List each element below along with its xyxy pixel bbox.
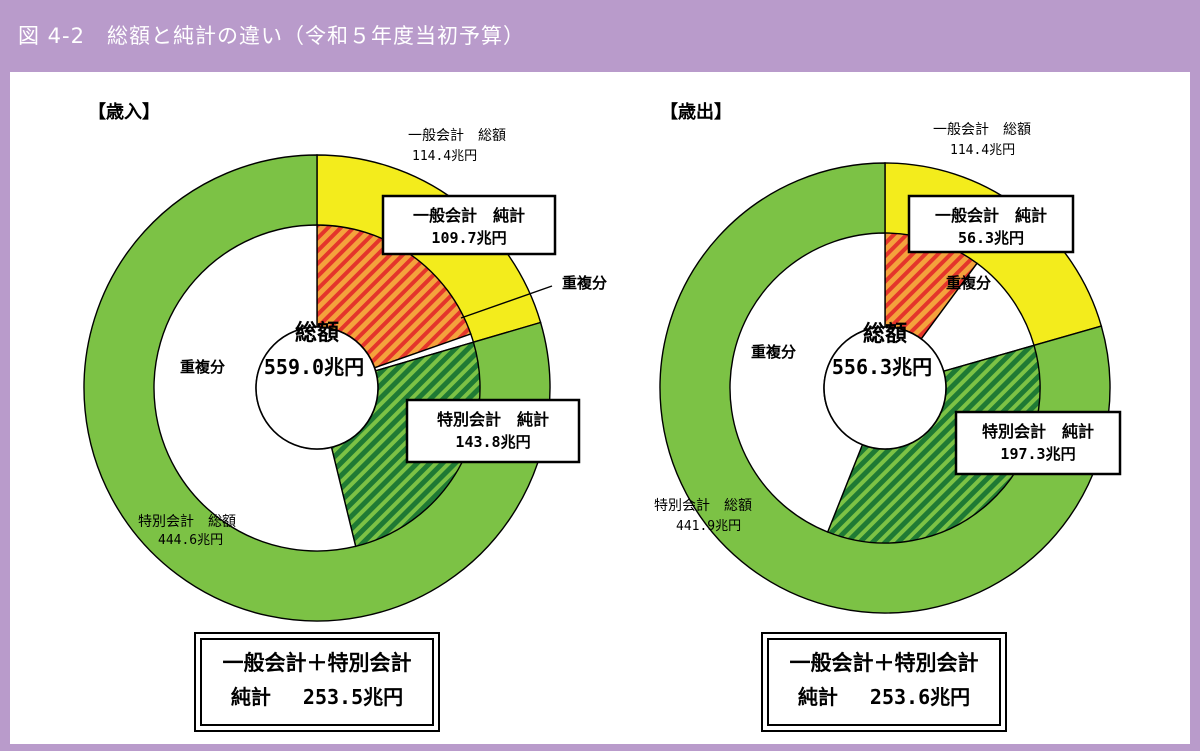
general-net-box: 一般会計 純計 109.7兆円 [381,194,557,256]
summary-line-1: 一般会計＋特別会計 [790,651,979,675]
overlap-label-small: 重複分 [562,274,607,292]
special-net-box-value: 197.3兆円 [1000,445,1075,463]
general-net-box-name: 一般会計 純計 [935,206,1047,225]
general-total-label: 一般会計 総額 [408,128,506,144]
special-net-box: 特別会計 純計 197.3兆円 [954,410,1122,476]
special-net-box-value: 143.8兆円 [455,433,530,451]
summary-box-inner-frame [200,638,434,726]
special-net-box-frame [405,398,581,464]
center-total-value: 556.3兆円 [832,355,932,379]
general-net-box-value: 109.7兆円 [431,229,506,247]
chart-title: 【歳出】 [660,101,732,123]
chart-title: 【歳入】 [88,102,160,123]
general-total-value: 114.4兆円 [950,143,1015,158]
general-net-box-value: 56.3兆円 [958,229,1024,247]
overlap-label-large: 重複分 [751,343,796,361]
center-total-value: 559.0兆円 [264,355,364,379]
overlap-label-small: 重複分 [946,274,991,292]
special-net-box: 特別会計 純計 143.8兆円 [405,398,581,464]
general-total-label: 一般会計 総額 [933,122,1031,138]
summary-box-outer-frame [194,632,440,732]
special-net-box-name: 特別会計 純計 [437,410,549,429]
overlap-leader-line [460,285,553,319]
summary-line-2: 純計 253.6兆円 [798,685,970,709]
figure-header: 図 4-2 総額と純計の違い（令和５年度当初予算） [0,0,1200,72]
special-net-box-frame [954,410,1122,476]
summary-box-inner-frame [767,638,1001,726]
special-total-value: 444.6兆円 [158,533,223,548]
special-total-label: 特別会計 総額 [654,498,752,514]
general-total-value: 114.4兆円 [412,149,477,164]
special-total-value: 441.9兆円 [676,519,741,534]
general-net-box-frame [381,194,557,256]
summary-box-outer-frame [761,632,1007,732]
overlap-label-large: 重複分 [180,358,225,376]
summary-line-2: 純計 253.5兆円 [231,685,403,709]
special-total-label: 特別会計 総額 [138,514,236,530]
summary-line-1: 一般会計＋特別会計 [223,651,412,675]
chart-panel: 総額 559.0兆円 【歳入】一般会計 総額 114.4兆円特別会計 総額 444.6兆… [10,72,1190,744]
figure-title: 図 4-2 総額と純計の違い（令和５年度当初予算） [18,24,525,48]
general-net-box-frame [907,194,1075,254]
special-net-box-name: 特別会計 純計 [982,422,1094,441]
center-circle [823,326,947,450]
general-net-box: 一般会計 純計 56.3兆円 [907,194,1075,254]
center-circle [255,326,379,450]
center-total-name: 総額 [295,320,339,346]
general-net-box-name: 一般会計 純計 [413,206,525,225]
center-total-name: 総額 [863,321,907,347]
